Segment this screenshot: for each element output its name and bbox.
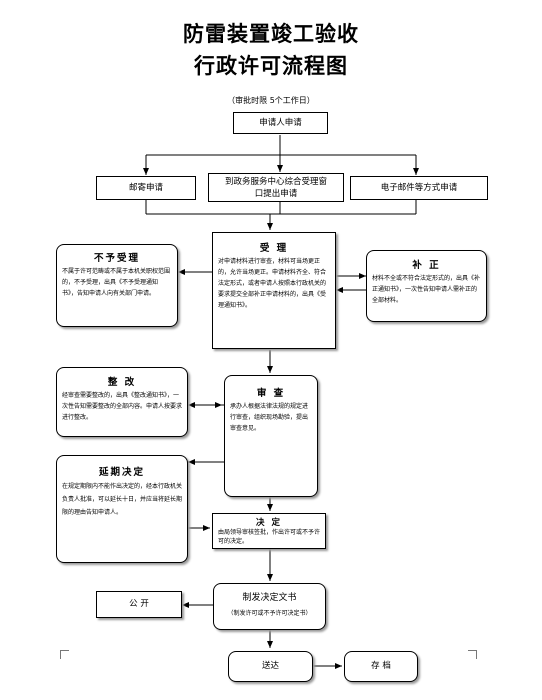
node-decide: 决 定 由局领导审核签批，作出许可或不予许可的决定。 bbox=[212, 513, 326, 549]
crop-mark-right bbox=[468, 650, 477, 659]
supplement-body: 材料不全或不符合法定形式的，出具《补正通知书》，一次性告知申请人需补正的全部材料… bbox=[372, 275, 481, 304]
node-supplement: 补 正 材料不全或不符合法定形式的，出具《补正通知书》，一次性告知申请人需补正的… bbox=[366, 250, 487, 322]
node-publish: 公 开 bbox=[96, 591, 182, 618]
node-issue: 制发决定文书 （制发许可或不予许可决定书） bbox=[213, 583, 326, 630]
node-extend: 延期决定 在规定期限内不能作出决定的，经本行政机关负责人批准，可以延长十日，并应… bbox=[56, 455, 188, 563]
extend-title: 延期决定 bbox=[98, 467, 145, 478]
node-review: 审 查 承办人根据法律法规的规定进行审查，组织现场勘验，提出审查意见。 bbox=[224, 375, 318, 497]
node-mail: 邮寄申请 bbox=[96, 176, 196, 200]
window-label: 到政务服务中心综合受理窗口提出申请 bbox=[224, 177, 327, 199]
applicant-label: 申请人申请 bbox=[259, 118, 302, 128]
review-title: 审 查 bbox=[256, 388, 286, 399]
page-subtitle-title: 行政许可流程图 bbox=[194, 54, 348, 78]
node-email: 电子邮件等方式申请 bbox=[350, 176, 488, 200]
node-reject: 不予受理 不属于许可范畴或不属于本机关职权范围的，不予受理，出具《不予受理通知书… bbox=[56, 244, 178, 327]
accept-body: 对申请材料进行审查，材料可当场更正的，允许当场更正。申请材料齐全、符合法定形式，… bbox=[218, 258, 327, 309]
deliver-label: 送达 bbox=[261, 661, 279, 671]
page-title: 防雷装置竣工验收 bbox=[183, 22, 359, 46]
reject-title: 不予受理 bbox=[93, 253, 140, 264]
issue-title: 制发决定文书 bbox=[242, 593, 297, 603]
node-accept: 受 理 对申请材料进行审查，材料可当场更正的，允许当场更正。申请材料齐全、符合法… bbox=[212, 232, 336, 349]
accept-title: 受 理 bbox=[259, 243, 289, 254]
node-rectify: 整 改 经审查需要整改的，出具《整改通知书》，一次性告知需要整改的全部内容。申请… bbox=[56, 367, 188, 437]
decide-title: 决 定 bbox=[256, 518, 282, 528]
node-window: 到政务服务中心综合受理窗口提出申请 bbox=[208, 173, 344, 202]
review-body: 承办人根据法律法规的规定进行审查，组织现场勘验，提出审查意见。 bbox=[230, 403, 309, 432]
supplement-title: 补 正 bbox=[412, 260, 441, 271]
time-limit-note: （审批时限 5个工作日） bbox=[227, 96, 315, 105]
crop-mark-left bbox=[60, 650, 69, 659]
publish-label: 公 开 bbox=[129, 599, 149, 609]
node-applicant: 申请人申请 bbox=[233, 112, 328, 134]
extend-body: 在规定期限内不能作出决定的，经本行政机关负责人批准，可以延长十日，并应当将延长期… bbox=[62, 483, 183, 516]
archive-label: 存 档 bbox=[371, 661, 391, 671]
mail-label: 邮寄申请 bbox=[128, 183, 163, 193]
node-deliver: 送达 bbox=[228, 651, 313, 682]
rectify-body: 经审查需要整改的，出具《整改通知书》，一次性告知需要整改的全部内容。申请人按要求… bbox=[62, 392, 183, 421]
issue-note: （制发许可或不予许可决定书） bbox=[227, 610, 312, 617]
email-label: 电子邮件等方式申请 bbox=[380, 183, 458, 193]
decide-body: 由局领导审核签批，作出许可或不予许可的决定。 bbox=[218, 529, 321, 545]
node-archive: 存 档 bbox=[344, 651, 418, 682]
reject-body: 不属于许可范畴或不属于本机关职权范围的，不予受理，出具《不予受理通知书》，告知申… bbox=[62, 268, 171, 297]
rectify-title: 整 改 bbox=[107, 377, 137, 388]
